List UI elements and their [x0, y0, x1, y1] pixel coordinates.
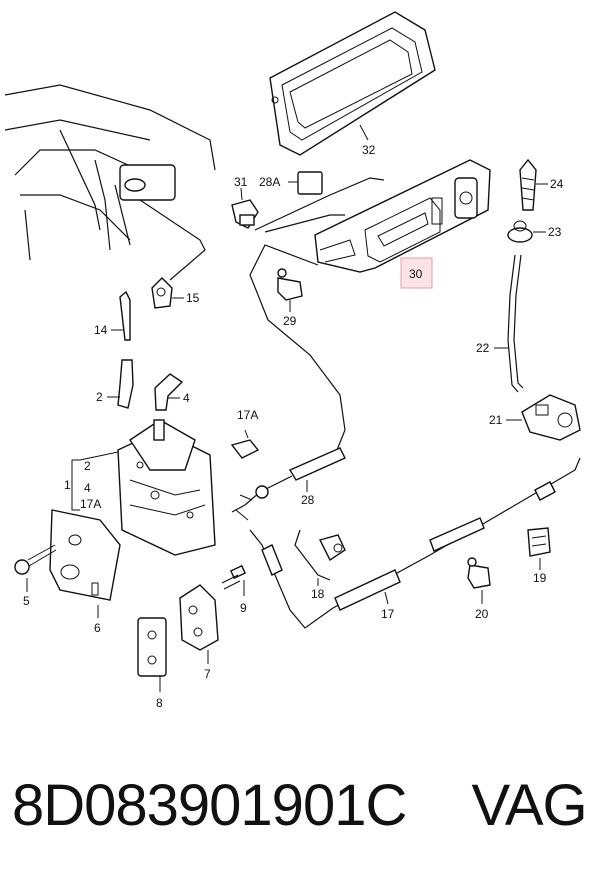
part-labels: 32 31 28A 24 23 30 29 15 14 22 2 4 17A 2… [23, 143, 564, 710]
label-1: 1 [64, 478, 71, 492]
label-23: 23 [548, 225, 562, 239]
part-28-cable [231, 447, 346, 521]
label-24: 24 [550, 177, 564, 191]
label-28: 28 [301, 493, 315, 507]
label-31: 31 [234, 175, 248, 189]
label-2-group: 2 [84, 459, 91, 473]
part-19-clip [527, 527, 551, 557]
label-17a-group: 17A [80, 497, 101, 511]
label-5: 5 [23, 594, 30, 608]
label-6: 6 [94, 621, 101, 635]
part-17a-connector [230, 429, 260, 459]
part-17-cable [249, 457, 581, 629]
label-18: 18 [311, 587, 325, 601]
bracket-1-group [71, 459, 80, 511]
brand-text: VAG [471, 773, 587, 838]
part-6-lock-plate [49, 509, 121, 601]
label-17a-top: 17A [237, 408, 258, 422]
label-29: 29 [283, 314, 297, 328]
label-20: 20 [475, 607, 489, 621]
part-14-pin [119, 290, 131, 341]
part-22-rod [507, 254, 519, 393]
part-7-striker-plate [179, 584, 219, 651]
label-14: 14 [94, 323, 108, 337]
part-8-mounting-plate [137, 617, 167, 677]
label-21: 21 [489, 413, 503, 427]
label-28a: 28A [259, 175, 280, 189]
label-8: 8 [156, 696, 163, 710]
part-15-bracket [151, 277, 173, 309]
exploded-parts-diagram: 32 31 28A 24 23 30 29 15 14 22 2 4 17A 2… [4, 11, 581, 710]
part-21-actuator [521, 394, 581, 441]
label-19: 19 [533, 571, 547, 585]
label-32: 32 [362, 143, 376, 157]
connecting-rod [254, 177, 385, 231]
part-number-text: 8D083901901C [12, 773, 407, 838]
part-18-cable-tie [294, 529, 346, 581]
label-4-connector: 4 [183, 391, 190, 405]
label-7: 7 [204, 667, 211, 681]
label-22: 22 [476, 341, 490, 355]
part-23-grommet [507, 220, 533, 243]
part-4-connector [154, 373, 184, 411]
part-31-clip [231, 199, 259, 229]
part-5-screw [14, 544, 57, 575]
door-lock-assembly [117, 419, 216, 556]
label-4-group: 4 [84, 481, 91, 495]
part-28a-pad [297, 171, 323, 195]
part-29-clip [277, 268, 303, 301]
part-24-lock-pin [519, 158, 537, 211]
label-17: 17 [381, 607, 395, 621]
part-20-clip [467, 557, 491, 589]
label-9: 9 [240, 601, 247, 615]
footer-caption: 8D083901901C VAG [12, 772, 592, 852]
handle-cable [249, 244, 346, 456]
part-32-window-frame [269, 11, 436, 156]
part-2-lever [117, 359, 134, 409]
door-frame-outline [4, 84, 216, 281]
label-15: 15 [186, 291, 200, 305]
label-30: 30 [409, 267, 423, 281]
label-2-lever: 2 [96, 390, 103, 404]
part-30-highlight-box [400, 257, 433, 289]
part-9-bolt [221, 564, 247, 590]
part-30-door-handle [314, 159, 491, 273]
